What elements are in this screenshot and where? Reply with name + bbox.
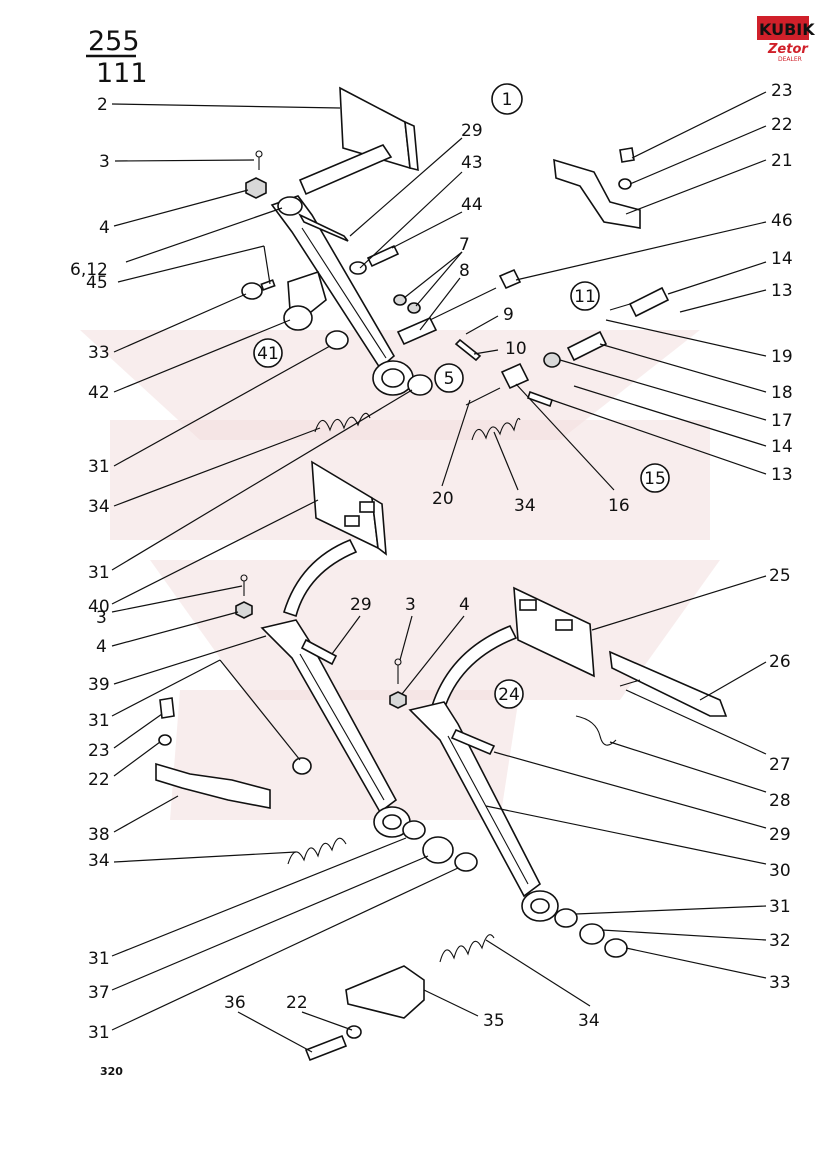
callout-label: 36	[224, 993, 246, 1013]
callout-label: 14	[771, 249, 793, 269]
callout-label: 31	[88, 563, 110, 583]
upper-pedal-assembly	[241, 86, 670, 441]
sleeve	[566, 330, 608, 362]
callout-label: 29	[461, 121, 483, 141]
callout-label: 3	[405, 595, 416, 615]
callout-label: 46	[771, 211, 793, 231]
pedal-lever-left	[260, 619, 398, 814]
group-marker: 15	[644, 469, 666, 489]
callout-label: 34	[578, 1011, 600, 1031]
callout-label: 2	[97, 95, 108, 115]
callout-label: 18	[771, 383, 793, 403]
callout-label: 31	[88, 457, 110, 477]
callout-label: 31	[88, 1023, 110, 1043]
callout-label: 31	[88, 949, 110, 969]
pedal-lever	[270, 195, 396, 370]
callout-label: 29	[350, 595, 372, 615]
callout-label: 22	[88, 770, 110, 790]
bracket-26	[609, 650, 728, 717]
callout-label: 22	[286, 993, 308, 1013]
lower-pedal-assembly	[155, 460, 728, 1062]
callout-label: 19	[771, 347, 793, 367]
callout-label: 23	[771, 81, 793, 101]
page-footer-number: 320	[100, 1065, 123, 1078]
callout-label: 17	[771, 411, 793, 431]
callout-label: 31	[88, 711, 110, 731]
brand-name: KUBIK	[759, 20, 815, 39]
stop-plate	[345, 965, 425, 1019]
callout-label: 40	[88, 597, 110, 617]
brand-logo: KUBIK Zetor DEALER	[757, 16, 815, 63]
callout-label: 13	[771, 281, 793, 301]
brand-sub: Zetor	[767, 42, 809, 57]
callout-label: 33	[88, 343, 110, 363]
callout-label: 20	[432, 489, 454, 509]
callout-label: 3	[96, 608, 107, 628]
callout-label: 45	[86, 273, 108, 293]
callout-label: 4	[459, 595, 470, 615]
callout-label: 33	[769, 973, 791, 993]
group-markers: 1 5 11 15 24 41	[253, 83, 670, 709]
callout-label: 3	[99, 152, 110, 172]
foot-rest-left	[155, 762, 271, 809]
callout-label: 8	[459, 261, 470, 281]
pedal-rod	[298, 144, 393, 196]
group-marker: 41	[257, 344, 279, 364]
callout-label: 31	[769, 897, 791, 917]
callout-label: 44	[461, 195, 483, 215]
callout-label: 25	[769, 566, 791, 586]
group-marker: 11	[574, 287, 596, 307]
page-reference: 255 111	[86, 26, 148, 89]
callout-label: 26	[769, 652, 791, 672]
callout-label: 27	[769, 755, 791, 775]
callout-label: 34	[88, 497, 110, 517]
callout-label: 29	[769, 825, 791, 845]
callout-label: 10	[505, 339, 527, 359]
brand-sub2: DEALER	[778, 56, 802, 63]
callout-label: 22	[771, 115, 793, 135]
group-marker: 5	[444, 369, 455, 389]
callout-label: 38	[88, 825, 110, 845]
callout-label: 7	[459, 235, 470, 255]
foot-rest	[553, 158, 641, 229]
callout-label: 32	[769, 931, 791, 951]
callout-label: 23	[88, 741, 110, 761]
callouts: 2 3 4 6,12 45 33 42 31 34 31 40 3 4 39 3…	[70, 81, 793, 1053]
callout-label: 9	[503, 305, 514, 325]
bracket	[287, 270, 327, 317]
callout-label: 34	[88, 851, 110, 871]
callout-label: 42	[88, 383, 110, 403]
callout-label: 4	[96, 637, 107, 657]
callout-label: 34	[514, 496, 536, 516]
callout-label: 43	[461, 153, 483, 173]
callout-label: 39	[88, 675, 110, 695]
page-numerator: 255	[88, 26, 140, 57]
callout-label: 4	[99, 218, 110, 238]
callout-label: 13	[771, 465, 793, 485]
page-denominator: 111	[96, 58, 148, 89]
callout-label: 14	[771, 437, 793, 457]
pedal-lever-right	[408, 701, 542, 898]
callout-label: 16	[608, 496, 630, 516]
callout-label: 30	[769, 861, 791, 881]
callout-label: 35	[483, 1011, 505, 1031]
callout-label: 28	[769, 791, 791, 811]
callout-label: 6,12	[70, 260, 108, 280]
callout-label: 21	[771, 151, 793, 171]
group-marker: 24	[498, 685, 520, 705]
group-marker: 1	[502, 90, 513, 110]
callout-label: 37	[88, 983, 110, 1003]
